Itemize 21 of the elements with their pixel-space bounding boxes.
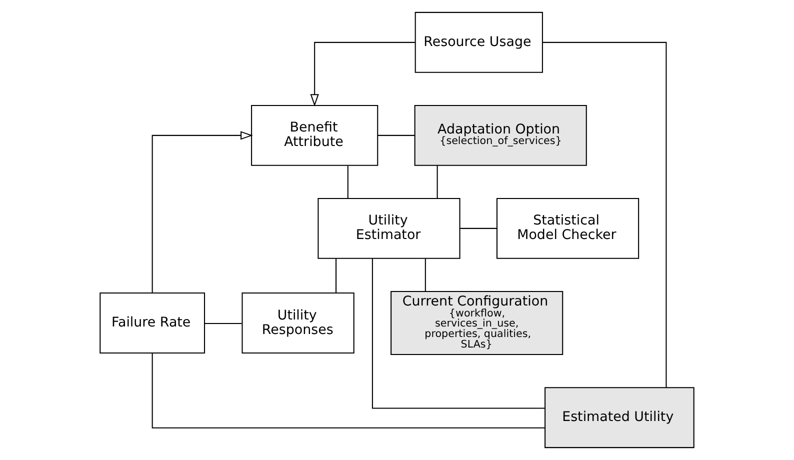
- connector: [436, 166, 438, 198]
- node-box: Adaptation Option {selection_of_services}: [414, 104, 587, 166]
- connector: [460, 228, 497, 229]
- node-box: Resource Usage: [414, 12, 543, 73]
- connector: [204, 323, 242, 324]
- connector: [336, 258, 337, 293]
- connector: [372, 258, 546, 409]
- node-box: Benefit Attribute: [251, 104, 378, 166]
- connector: [152, 353, 545, 428]
- connector: [347, 166, 348, 198]
- arrow: [310, 42, 415, 107]
- node-box: Estimated Utility: [544, 387, 694, 448]
- arrow: [152, 131, 253, 293]
- node-box: Utility Responses: [242, 292, 354, 354]
- node-box: Failure Rate: [100, 292, 206, 354]
- node-box: Current Configuration {workflow, services_in_use, properties, qualities, SLAs}: [390, 290, 564, 356]
- connector: [542, 42, 667, 388]
- node-box: Utility Estimator: [318, 198, 460, 259]
- connector: [424, 258, 426, 292]
- connector: [378, 134, 415, 136]
- node-box: Statistical Model Checker: [496, 198, 640, 259]
